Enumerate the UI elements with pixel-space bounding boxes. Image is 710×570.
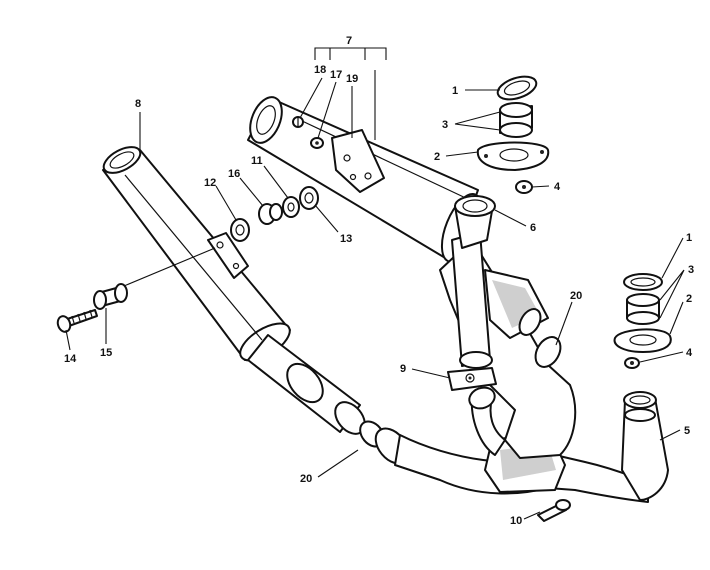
callout-7: 7 <box>346 35 352 47</box>
callout-4-lower: 4 <box>686 347 693 359</box>
mounting-hardware <box>230 186 319 242</box>
callout-20-upper: 20 <box>570 290 582 302</box>
callout-11: 11 <box>251 155 263 167</box>
muffler-bracket-19 <box>331 129 385 193</box>
lower-tailpipe <box>247 334 410 465</box>
callout-14: 14 <box>64 353 77 365</box>
callout-16: 16 <box>228 168 240 180</box>
lower-flange-stack <box>613 273 672 369</box>
callout-9: 9 <box>400 363 406 375</box>
callout-3-upper: 3 <box>442 119 448 131</box>
callout-3-lower: 3 <box>688 264 694 276</box>
clamp-9 <box>447 367 497 391</box>
leader-lines <box>65 47 685 520</box>
callout-10: 10 <box>510 515 522 527</box>
callout-18: 18 <box>314 64 326 76</box>
upper-flange-stack <box>476 75 550 194</box>
washer-17 <box>310 137 324 149</box>
callout-8: 8 <box>135 98 141 110</box>
callout-1-lower: 1 <box>686 232 692 244</box>
lower-muffler-bracket <box>207 232 249 279</box>
front-header-pipe-5 <box>621 391 669 501</box>
callout-5: 5 <box>684 425 690 437</box>
callout-2-upper: 2 <box>434 151 440 163</box>
callout-15: 15 <box>100 347 112 359</box>
callout-13: 13 <box>340 233 352 245</box>
callout-1-upper: 1 <box>452 85 458 97</box>
header-pipes <box>394 195 649 503</box>
callout-6: 6 <box>530 222 536 234</box>
callout-17: 17 <box>330 69 342 81</box>
stud-18 <box>292 116 304 128</box>
callout-20-lower: 20 <box>300 473 312 485</box>
callout-12: 12 <box>204 177 216 189</box>
callout-19: 19 <box>346 73 358 85</box>
bolt-10 <box>537 499 571 522</box>
callout-4-upper: 4 <box>554 181 561 193</box>
callout-2-lower: 2 <box>686 293 692 305</box>
callout-labels: 7 18 17 19 8 1 3 2 4 6 16 11 12 13 14 15… <box>64 35 694 527</box>
spacer-15 <box>93 283 128 310</box>
bolt-14 <box>56 309 98 333</box>
